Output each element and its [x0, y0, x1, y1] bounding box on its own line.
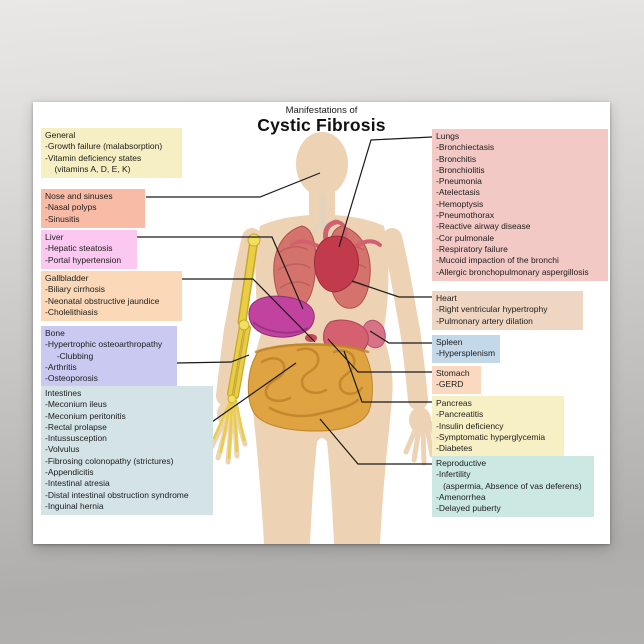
box-items: -Right ventricular hypertrophy -Pulmonar…: [436, 304, 548, 326]
label-box-stomach: Stomach -GERD: [432, 366, 481, 394]
poster-title: Cystic Fibrosis: [257, 115, 386, 135]
box-heading: Gallbladder: [45, 273, 89, 283]
label-box-spleen: Spleen -Hypersplenism: [432, 335, 500, 363]
box-heading: Reproductive: [436, 458, 487, 468]
poster-subtitle: Manifestations of: [285, 105, 358, 116]
label-box-intestines: Intestines -Meconium ileus -Meconium per…: [41, 386, 213, 516]
box-heading: Stomach: [436, 368, 470, 378]
box-items: -Biliary cirrhosis -Neonatal obstructive…: [45, 284, 160, 317]
box-items: -Growth failure (malabsorption) -Vitamin…: [45, 141, 163, 174]
box-heading: Bone: [45, 328, 65, 338]
box-items: -Nasal polyps -Sinusitis: [45, 202, 97, 224]
label-box-general: General -Growth failure (malabsorption) …: [41, 128, 182, 179]
box-items: -Bronchiectasis -Bronchitis -Bronchiolit…: [436, 142, 589, 277]
box-heading: Pancreas: [436, 398, 472, 408]
label-box-lungs: Lungs -Bronchiectasis -Bronchitis -Bronc…: [432, 129, 608, 281]
label-box-gallbladder: Gallbladder -Biliary cirrhosis -Neonatal…: [41, 271, 182, 322]
box-items: -Hepatic steatosis -Portal hypertension: [45, 243, 122, 265]
label-box-bone: Bone -Hypertrophic osteoarthropathy -Clu…: [41, 326, 177, 388]
label-box-nose: Nose and sinuses -Nasal polyps -Sinusiti…: [41, 189, 145, 228]
label-box-liver: Liver -Hepatic steatosis -Portal hyperte…: [41, 230, 137, 269]
box-items: -Pancreatitis -Insulin deficiency -Sympt…: [436, 409, 546, 454]
box-heading: Nose and sinuses: [45, 191, 113, 201]
box-heading: Intestines: [45, 388, 82, 398]
label-box-reproductive: Reproductive -Infertility (aspermia, Abs…: [432, 456, 594, 518]
label-box-heart: Heart -Right ventricular hypertrophy -Pu…: [432, 291, 583, 330]
box-heading: Liver: [45, 232, 64, 242]
box-heading: Spleen: [436, 337, 463, 347]
box-heading: Lungs: [436, 131, 460, 141]
label-box-pancreas: Pancreas -Pancreatitis -Insulin deficien…: [432, 396, 564, 458]
box-items: -GERD: [436, 379, 464, 390]
box-items: -Meconium ileus -Meconium peritonitis -R…: [45, 399, 189, 511]
box-heading: Heart: [436, 293, 457, 303]
box-items: -Hypertrophic osteoarthropathy -Clubbing…: [45, 339, 163, 384]
box-items: -Hypersplenism: [436, 348, 496, 359]
box-items: -Infertility (aspermia, Absence of vas d…: [436, 469, 582, 514]
box-heading: General: [45, 130, 76, 140]
